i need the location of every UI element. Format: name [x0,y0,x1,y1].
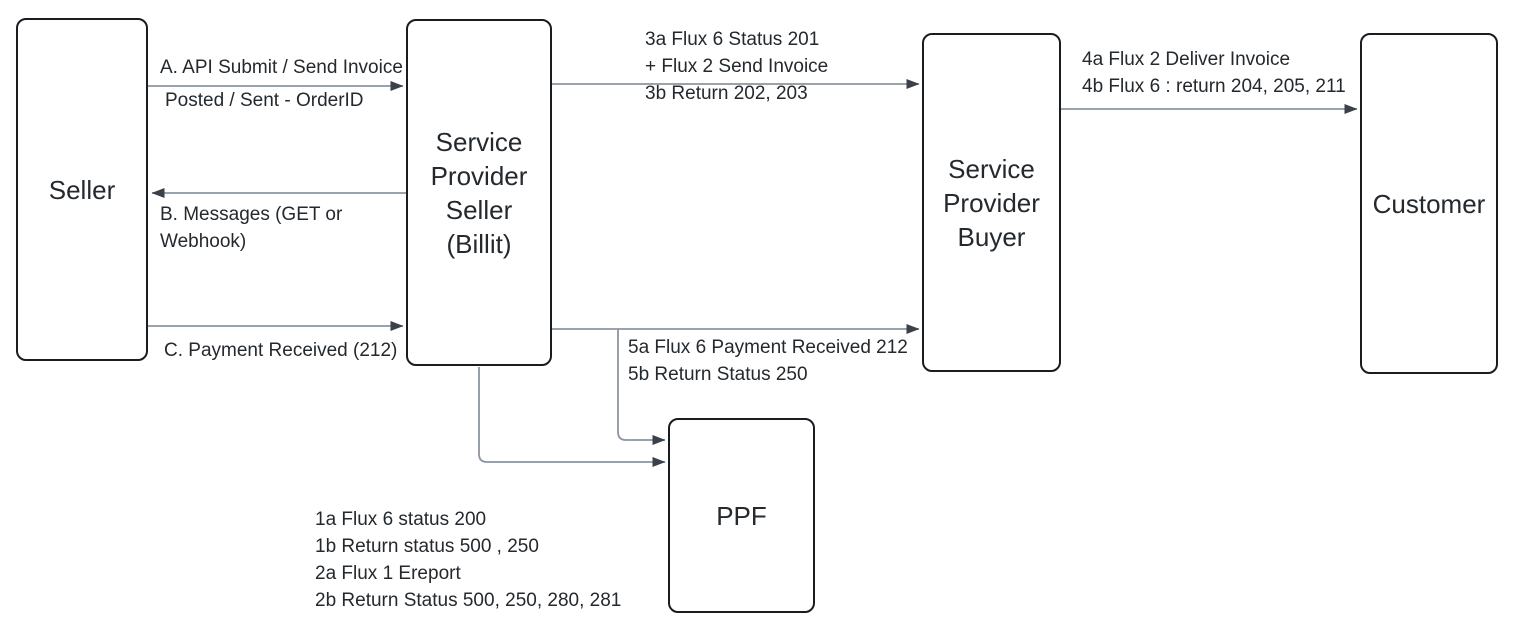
node-ppf: PPF [668,418,815,613]
edge-label-flow1-flow2-ppf: 1a Flux 6 status 200 1b Return status 50… [315,509,622,611]
edge-flow5-branch-to-ppf-arrow [617,329,666,445]
node-service-provider-seller: Service Provider Seller (Billit) [406,19,552,366]
edge-label-a-posted-sent-orderid: Posted / Sent - OrderID [165,90,364,111]
edge-label-a-api-submit: A. API Submit / Send Invoice [160,57,403,78]
node-seller: Seller [16,18,148,361]
edge-label-c-payment-received: C. Payment Received (212) [164,340,398,361]
edge-billit-to-ppf-arrow [478,367,666,467]
node-customer: Customer [1360,33,1498,374]
edge-label-flow3: 3a Flux 6 Status 201 + Flux 2 Send Invoi… [645,29,829,104]
edge-label-b-messages: B. Messages (GET or Webhook) [160,204,343,252]
edge-label-flow4: 4a Flux 2 Deliver Invoice 4b Flux 6 : re… [1082,49,1346,97]
edge-label-flow5: 5a Flux 6 Payment Received 212 5b Return… [628,337,908,385]
node-service-provider-buyer: Service Provider Buyer [922,33,1061,372]
